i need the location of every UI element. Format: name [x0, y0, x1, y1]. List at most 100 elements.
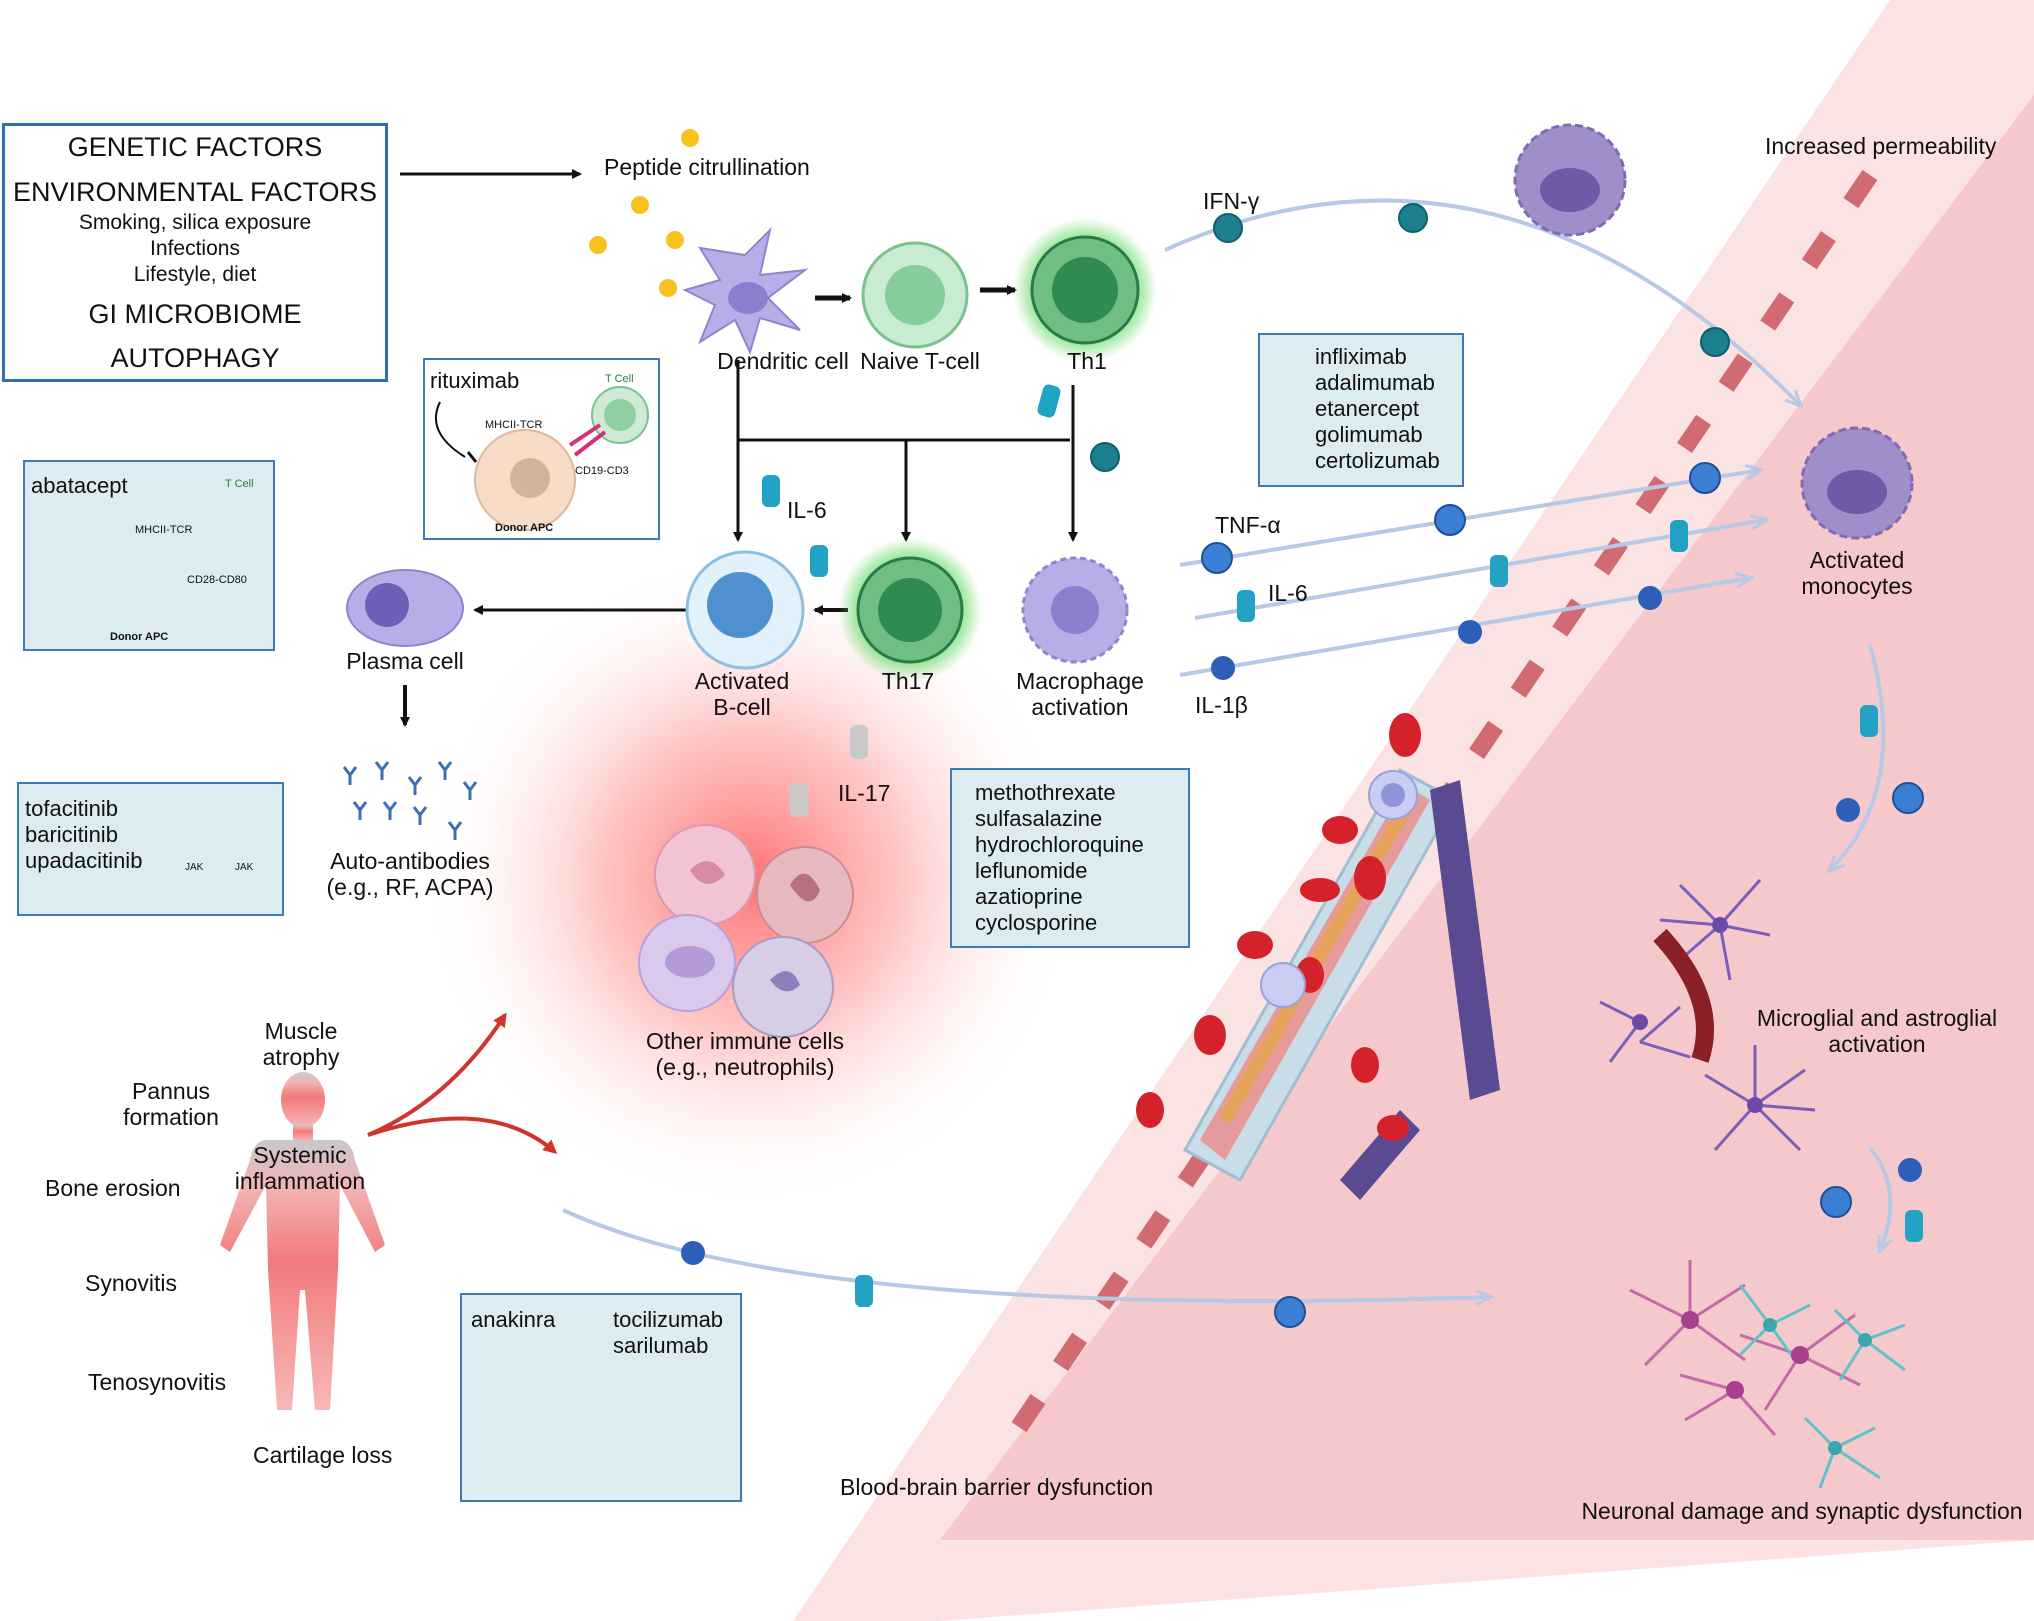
neutrophils — [638, 824, 854, 1038]
b-cell-label: Activated B-cell — [694, 668, 790, 720]
tenosynovitis-label: Tenosynovitis — [88, 1369, 227, 1395]
infliximab-label: infliximab — [1315, 344, 1407, 369]
arrow-monocytes-to-glia — [1830, 644, 1886, 870]
red-blood-cells — [1136, 713, 1421, 1141]
abatacept-inset-box: abatacept T Cell MHCII-TCR CD28-CD80 Don… — [23, 460, 275, 651]
csdmard-box: methothrexate sulfasalazine hydrochloroq… — [950, 768, 1190, 948]
il6-label-right: IL-6 — [1268, 580, 1308, 606]
arrow-glia-to-neurons — [1868, 1146, 1890, 1250]
cyclosporine-label: cyclosporine — [975, 910, 1098, 935]
glial-activation-label: Microglial and astroglial activation — [1756, 1005, 1998, 1057]
activated-monocyte — [1800, 426, 1914, 540]
leflunomide-label: leflunomide — [975, 858, 1088, 883]
other-immune-label: Other immune cells (e.g., neutrophils) — [645, 1028, 845, 1080]
il1b-molecules — [681, 586, 1922, 1265]
genetic-factors-label: GENETIC FACTORS — [67, 132, 323, 162]
neuron-bodies — [1681, 1311, 1872, 1455]
plasma-cell — [346, 569, 464, 647]
rituximab-inset-graphic — [435, 386, 649, 531]
macrophage — [1021, 556, 1129, 664]
il17-molecules — [790, 725, 868, 817]
monocyte-top — [1513, 123, 1627, 237]
auto-antibodies — [342, 761, 478, 840]
dendritic-cell — [682, 226, 809, 355]
th17-label: Th17 — [881, 668, 935, 694]
rituximab-inset-box: rituximab T Cell MHCII-TCR CD19-CD3 Dono… — [423, 358, 660, 540]
jak-label-left: JAK — [185, 862, 204, 873]
azathioprine-label: azatioprine — [975, 884, 1083, 909]
th1-cell — [1013, 218, 1157, 362]
rituximab-mhc-label: MHCII-TCR — [485, 419, 543, 431]
rituximab-apc-label: Donor APC — [495, 522, 554, 534]
il-inhibitor-box: anakinra tocilizumab sarilumab — [460, 1293, 742, 1502]
arrow-red-up — [367, 1012, 507, 1137]
leukocyte-in-vessel — [1260, 770, 1418, 1008]
il1b-label: IL-1β — [1195, 692, 1248, 718]
tnf-inhibitor-box: infliximab adalimumab etanercept golimum… — [1258, 333, 1464, 487]
methotrexate-label: methothrexate — [975, 780, 1116, 805]
macrophage-label: Macrophage activation — [1016, 668, 1144, 720]
sarilumab-label: sarilumab — [613, 1333, 709, 1358]
rituximab-tcell-label: T Cell — [605, 373, 634, 385]
tnf-molecules — [1201, 462, 1924, 1328]
anakinra-label: anakinra — [471, 1307, 556, 1332]
cartilage-loss-label: Cartilage loss — [253, 1442, 393, 1468]
plasma-cell-label: Plasma cell — [346, 648, 464, 674]
autoantibodies-label: Auto-antibodies (e.g., RF, ACPA) — [326, 848, 494, 900]
golimumab-label: golimumab — [1315, 422, 1423, 447]
jak-inhibitor-box: tofacitinib baricitinib upadacitinib JAK… — [17, 782, 284, 916]
human-body-figure — [220, 1072, 385, 1410]
neuronal-damage-label: Neuronal damage and synaptic dysfunction — [1581, 1498, 2023, 1524]
bbb-dysfunction-label: Blood-brain barrier dysfunction — [840, 1474, 1154, 1500]
abatacept-tcell-label: T Cell — [225, 478, 254, 490]
increased-permeability-label: Increased permeability — [1765, 133, 1997, 159]
abatacept-label: abatacept — [31, 473, 128, 498]
activated-monocytes-label: Activated monocytes — [1801, 547, 1913, 599]
glia-bodies — [1632, 917, 1763, 1113]
il6-molecules — [762, 384, 1923, 1307]
dendritic-cell-label: Dendritic cell — [717, 348, 849, 374]
ifn-gamma-label: IFN-γ — [1203, 188, 1260, 214]
adalimumab-label: adalimumab — [1315, 370, 1435, 395]
gi-microbiome-label: GI MICROBIOME — [88, 299, 302, 329]
citrullinated-peptides — [589, 129, 699, 297]
rituximab-label: rituximab — [430, 368, 520, 393]
autophagy-label: AUTOPHAGY — [110, 343, 280, 373]
brain-region — [940, 95, 2034, 1540]
env-item-smoking: Smoking, silica exposure — [78, 211, 312, 234]
bone-erosion-label: Bone erosion — [45, 1175, 181, 1201]
arrow-tnf — [1179, 470, 1760, 567]
tnf-alpha-label: TNF-α — [1215, 512, 1281, 538]
naive-t-cell — [861, 241, 969, 349]
tofacitinib-label: tofacitinib — [25, 796, 118, 821]
ifn-gamma-molecules — [1090, 203, 1730, 472]
baricitinib-label: baricitinib — [25, 822, 118, 847]
environmental-factors-label: ENVIRONMENTAL FACTORS — [12, 177, 378, 207]
activated-b-cell — [685, 550, 805, 670]
arrow-red-right — [367, 1116, 558, 1154]
synovitis-label: Synovitis — [85, 1270, 178, 1296]
tocilizumab-label: tocilizumab — [613, 1307, 724, 1332]
il17-label: IL-17 — [838, 780, 891, 806]
microglia-astrocytes — [1599, 879, 1816, 1152]
systemic-inflammation-label: Systemic inflammation — [234, 1142, 366, 1194]
abatacept-apc-label: Donor APC — [110, 631, 169, 643]
neurons — [1629, 1260, 1861, 1436]
rituximab-cd19-label: CD19-CD3 — [575, 465, 629, 477]
upadacitinib-label: upadacitinib — [25, 848, 143, 873]
sulfasalazine-label: sulfasalazine — [975, 806, 1103, 831]
muscle-atrophy-label: Muscle atrophy — [262, 1018, 340, 1070]
abatacept-cd28-label: CD28-CD80 — [187, 574, 247, 586]
certolizumab-label: certolizumab — [1315, 448, 1440, 473]
jak-label-right: JAK — [235, 862, 254, 873]
etanercept-label: etanercept — [1315, 396, 1419, 421]
env-item-infections: Infections — [150, 237, 240, 260]
pannus-formation-label: Pannus formation — [123, 1078, 219, 1130]
th17-cell — [838, 538, 982, 682]
naive-t-cell-label: Naive T-cell — [860, 348, 980, 374]
citrullination-label: Peptide citrullination — [604, 154, 810, 180]
abatacept-mhc-label: MHCII-TCR — [135, 524, 193, 536]
capillary — [1653, 928, 1714, 1063]
env-item-lifestyle: Lifestyle, diet — [133, 263, 257, 286]
